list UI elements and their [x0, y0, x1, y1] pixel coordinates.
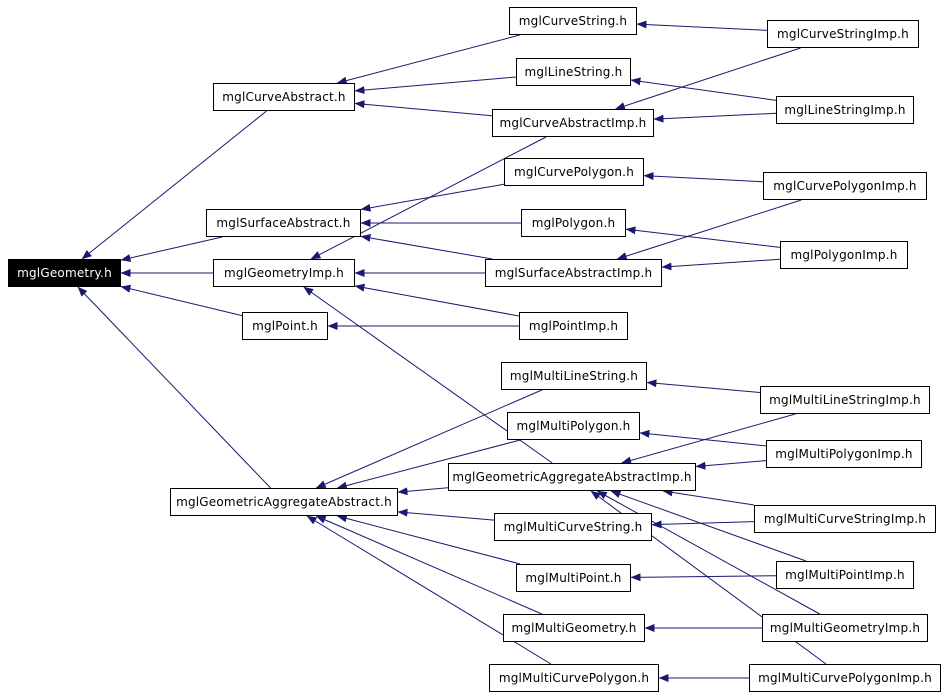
node-mglLineString[interactable]: mglLineString.h	[516, 58, 631, 86]
node-mglCurvePolygon[interactable]: mglCurvePolygon.h	[504, 158, 644, 186]
node-mglMultiGeometry[interactable]: mglMultiGeometry.h	[503, 614, 645, 642]
edge-mglPolygonImp-to-mglPolygon	[625, 226, 781, 248]
node-mglPolygon[interactable]: mglPolygon.h	[521, 209, 626, 237]
edge-mglLineStringImp-to-mglLineString	[630, 77, 777, 101]
node-mglCurveAbstractImp[interactable]: mglCurveAbstractImp.h	[492, 109, 654, 137]
edge-mglLineStringImp-to-mglCurveAbstractImp	[653, 112, 777, 123]
edge-mglMultiCurveStringImp-to-mglGeometricAggregateAbstractImp	[662, 488, 755, 506]
edge-mglCurvePolygonImp-to-mglSurfaceAbstractImp	[616, 199, 802, 260]
node-mglMultiPolygon[interactable]: mglMultiPolygon.h	[507, 412, 640, 440]
node-mglPointImp[interactable]: mglPointImp.h	[519, 312, 628, 340]
edge-mglPointImp-to-mglGeometryImp	[354, 283, 520, 317]
node-mglPolygonImp[interactable]: mglPolygonImp.h	[780, 241, 908, 269]
node-mglMultiPointImp[interactable]: mglMultiPointImp.h	[776, 561, 914, 589]
edge-mglCurveStringImp-to-mglCurveString	[636, 20, 768, 31]
node-mglMultiPolygonImp[interactable]: mglMultiPolygonImp.h	[766, 440, 922, 468]
node-mglCurveAbstract[interactable]: mglCurveAbstract.h	[213, 83, 355, 111]
edge-mglCurvePolygonImp-to-mglCurvePolygon	[643, 172, 764, 183]
edge-mglMultiGeometryImp-to-mglGeometricAggregateAbstractImp	[596, 490, 820, 615]
edge-mglMultiLineStringImp-to-mglGeometricAggregateAbstractImp	[621, 413, 796, 465]
node-mglMultiCurveString[interactable]: mglMultiCurveString.h	[494, 513, 652, 541]
edge-mglMultiPolygonImp-to-mglGeometricAggregateAbstractImp	[695, 460, 767, 470]
edge-mglMultiPointImp-to-mglMultiPoint	[630, 573, 777, 582]
edge-mglCurveString-to-mglCurveAbstract	[336, 34, 520, 85]
node-mglMultiCurveStringImp[interactable]: mglMultiCurveStringImp.h	[754, 505, 936, 533]
edge-mglSurfaceAbstract-to-mglGeometry	[120, 236, 223, 262]
edge-mglMultiPoint-to-mglGeometricAggregateAbstract	[336, 514, 521, 565]
node-mglMultiCurvePolygon[interactable]: mglMultiCurvePolygon.h	[489, 664, 659, 692]
edge-mglCurveAbstractImp-to-mglCurveAbstract	[354, 100, 493, 117]
edge-mglLineString-to-mglCurveAbstract	[354, 76, 517, 95]
node-mglGeometry[interactable]: mglGeometry.h	[8, 259, 121, 287]
node-mglLineStringImp[interactable]: mglLineStringImp.h	[776, 96, 914, 124]
node-mglCurveString[interactable]: mglCurveString.h	[509, 7, 637, 35]
node-mglPoint[interactable]: mglPoint.h	[242, 312, 328, 340]
node-mglMultiLineString[interactable]: mglMultiLineString.h	[501, 362, 647, 390]
edge-mglPolygonImp-to-mglSurfaceAbstractImp	[661, 258, 781, 271]
node-mglCurveStringImp[interactable]: mglCurveStringImp.h	[767, 20, 919, 48]
node-mglGeometryImp[interactable]: mglGeometryImp.h	[213, 259, 355, 287]
edge-mglMultiCurveStringImp-to-mglMultiCurveString	[651, 520, 755, 529]
edge-mglMultiLineStringImp-to-mglMultiLineString	[646, 379, 761, 393]
edge-mglMultiGeometry-to-mglGeometricAggregateAbstract	[315, 515, 542, 615]
node-mglSurfaceAbstract[interactable]: mglSurfaceAbstract.h	[206, 209, 361, 237]
node-mglGeometricAggregateAbstract[interactable]: mglGeometricAggregateAbstract.h	[170, 488, 398, 516]
edge-mglSurfaceAbstractImp-to-mglSurfaceAbstract	[360, 234, 493, 260]
edge-mglCurvePolygon-to-mglSurfaceAbstract	[360, 183, 505, 212]
edge-mglCurveAbstract-to-mglGeometry	[81, 110, 267, 260]
edge-mglCurveStringImp-to-mglCurveAbstractImp	[614, 47, 801, 110]
edge-mglGeometricAggregateAbstract-to-mglGeometry	[77, 286, 271, 489]
edge-mglMultiPolygonImp-to-mglMultiPolygon	[639, 429, 767, 447]
node-mglMultiCurvePolygonImp[interactable]: mglMultiCurvePolygonImp.h	[749, 664, 941, 692]
edge-mglPoint-to-mglGeometry	[120, 284, 243, 317]
edge-mglMultiPolygon-to-mglGeometricAggregateAbstract	[336, 439, 521, 490]
edge-mglMultiLineString-to-mglGeometricAggregateAbstract	[315, 389, 542, 489]
node-mglGeometricAggregateAbstractImp[interactable]: mglGeometricAggregateAbstractImp.h	[448, 463, 696, 491]
edge-mglMultiPointImp-to-mglGeometricAggregateAbstractImp	[610, 490, 807, 562]
node-mglSurfaceAbstractImp[interactable]: mglSurfaceAbstractImp.h	[485, 259, 662, 287]
node-mglMultiLineStringImp[interactable]: mglMultiLineStringImp.h	[760, 386, 930, 414]
edge-mglMultiCurveString-to-mglGeometricAggregateAbstract	[397, 508, 495, 521]
node-mglMultiPoint[interactable]: mglMultiPoint.h	[516, 564, 631, 592]
edge-mglGeometricAggregateAbstractImp-to-mglGeometricAggregateAbstract	[397, 487, 449, 496]
node-mglCurvePolygonImp[interactable]: mglCurvePolygonImp.h	[763, 172, 927, 200]
node-mglMultiGeometryImp[interactable]: mglMultiGeometryImp.h	[762, 614, 928, 642]
